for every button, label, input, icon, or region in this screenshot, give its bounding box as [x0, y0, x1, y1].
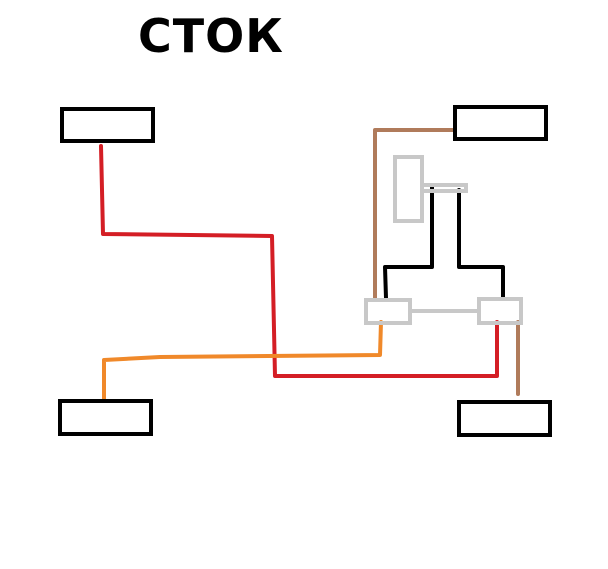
valve-modules — [364, 297, 523, 325]
black-line-left — [383, 185, 434, 300]
black-line-right — [457, 188, 505, 300]
brown-brake-line-front — [373, 128, 457, 300]
valve-module-left — [364, 298, 412, 325]
diagram-title: СТОК — [138, 9, 284, 63]
wheel-front-left — [60, 107, 155, 143]
wheel-rear-left — [58, 399, 153, 436]
wheel-front-right — [453, 105, 548, 141]
master-cylinder-rod — [420, 183, 468, 193]
master-cylinder-reservoir — [393, 155, 424, 223]
valve-module-right — [477, 297, 523, 325]
master-cylinder — [393, 155, 468, 223]
connection-lines — [99, 128, 520, 401]
wheel-rear-right — [457, 400, 552, 437]
wheels — [58, 105, 552, 437]
red-brake-line — [99, 144, 499, 378]
orange-brake-line — [102, 320, 383, 401]
